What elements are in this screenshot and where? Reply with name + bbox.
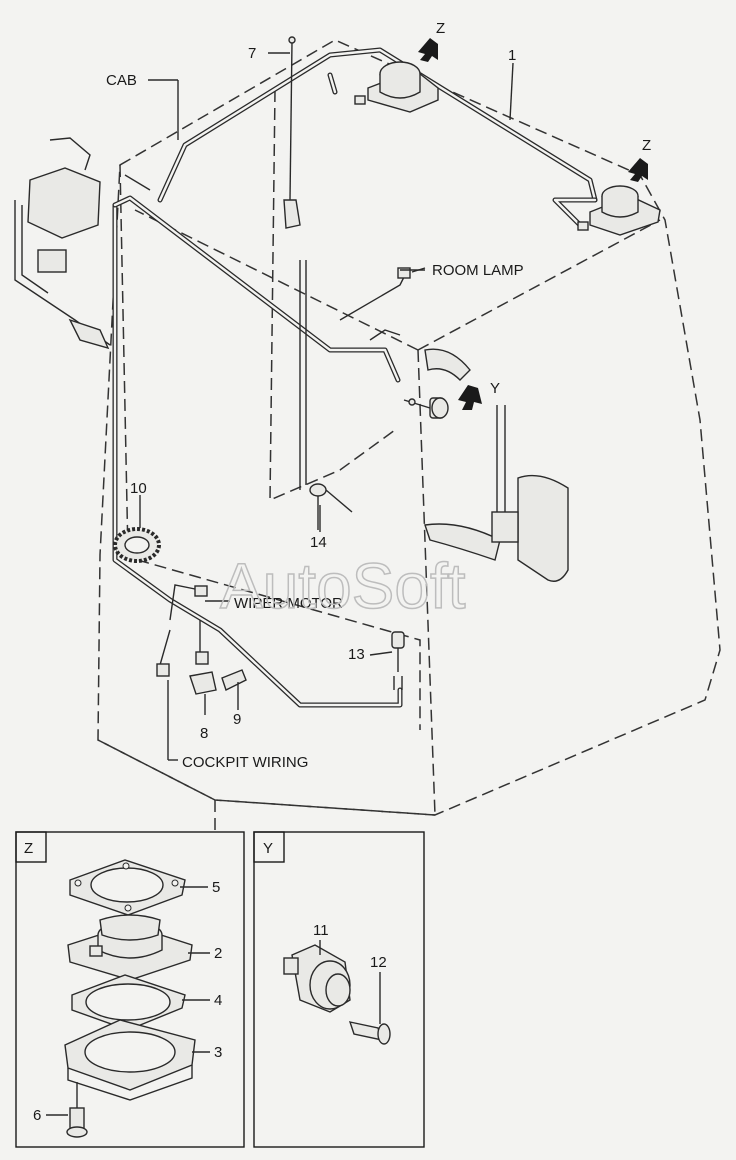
callout-4: 4 bbox=[214, 992, 222, 1009]
mirror-assembly bbox=[424, 348, 569, 582]
view-y-arrow bbox=[458, 385, 482, 410]
detail-panel-y: Y 11 12 bbox=[253, 831, 425, 1148]
detail-panel-z: Z bbox=[15, 831, 245, 1148]
view-y-label: Y bbox=[490, 380, 500, 397]
callout-5: 5 bbox=[212, 879, 220, 896]
callout-1: 1 bbox=[508, 47, 516, 64]
callout-2: 2 bbox=[214, 945, 222, 962]
callout-9: 9 bbox=[233, 711, 241, 728]
speaker-unit bbox=[67, 914, 193, 981]
label-wiper-motor: WIPER MOTOR bbox=[234, 595, 343, 612]
cab-outline bbox=[97, 39, 721, 830]
speaker-roof-right bbox=[577, 185, 661, 236]
callout-8: 8 bbox=[200, 725, 208, 742]
grommet bbox=[309, 483, 353, 530]
switch-11 bbox=[283, 940, 351, 1013]
callout-3: 3 bbox=[214, 1044, 222, 1061]
gasket-top bbox=[69, 859, 186, 916]
component-13 bbox=[369, 631, 405, 690]
panel-y-title: Y bbox=[263, 840, 273, 857]
view-z-arrow-2 bbox=[628, 158, 648, 182]
main-harness bbox=[112, 47, 598, 708]
callout-12: 12 bbox=[370, 954, 387, 971]
callout-10: 10 bbox=[130, 480, 147, 497]
screw-6 bbox=[66, 1082, 88, 1138]
gear-component bbox=[113, 495, 161, 563]
leader-lines bbox=[148, 52, 514, 761]
speaker-roof-left bbox=[354, 61, 439, 113]
view-z-label-1: Z bbox=[436, 20, 445, 37]
label-cab: CAB bbox=[106, 72, 137, 89]
mounting-frame bbox=[64, 1019, 196, 1101]
view-z-label-2: Z bbox=[642, 137, 651, 154]
watermark: AutoSoft bbox=[220, 550, 466, 622]
callout-6: 6 bbox=[33, 1107, 41, 1124]
callout-13: 13 bbox=[348, 646, 365, 663]
wiper-motor-connector bbox=[194, 585, 208, 597]
label-cockpit-wiring: COCKPIT WIRING bbox=[182, 754, 308, 771]
panel-z-title: Z bbox=[24, 840, 33, 857]
callout-7: 7 bbox=[248, 45, 256, 62]
callout-11: 11 bbox=[313, 922, 329, 939]
seal-ring bbox=[71, 974, 186, 1031]
side-light-assembly bbox=[14, 137, 111, 350]
label-room-lamp: ROOM LAMP bbox=[432, 262, 524, 279]
screw-12 bbox=[348, 972, 391, 1045]
cockpit-connectors bbox=[156, 651, 247, 715]
antenna bbox=[283, 36, 301, 229]
callout-14: 14 bbox=[310, 534, 327, 551]
door-switch bbox=[403, 397, 449, 419]
view-z-arrow-1 bbox=[418, 38, 438, 62]
